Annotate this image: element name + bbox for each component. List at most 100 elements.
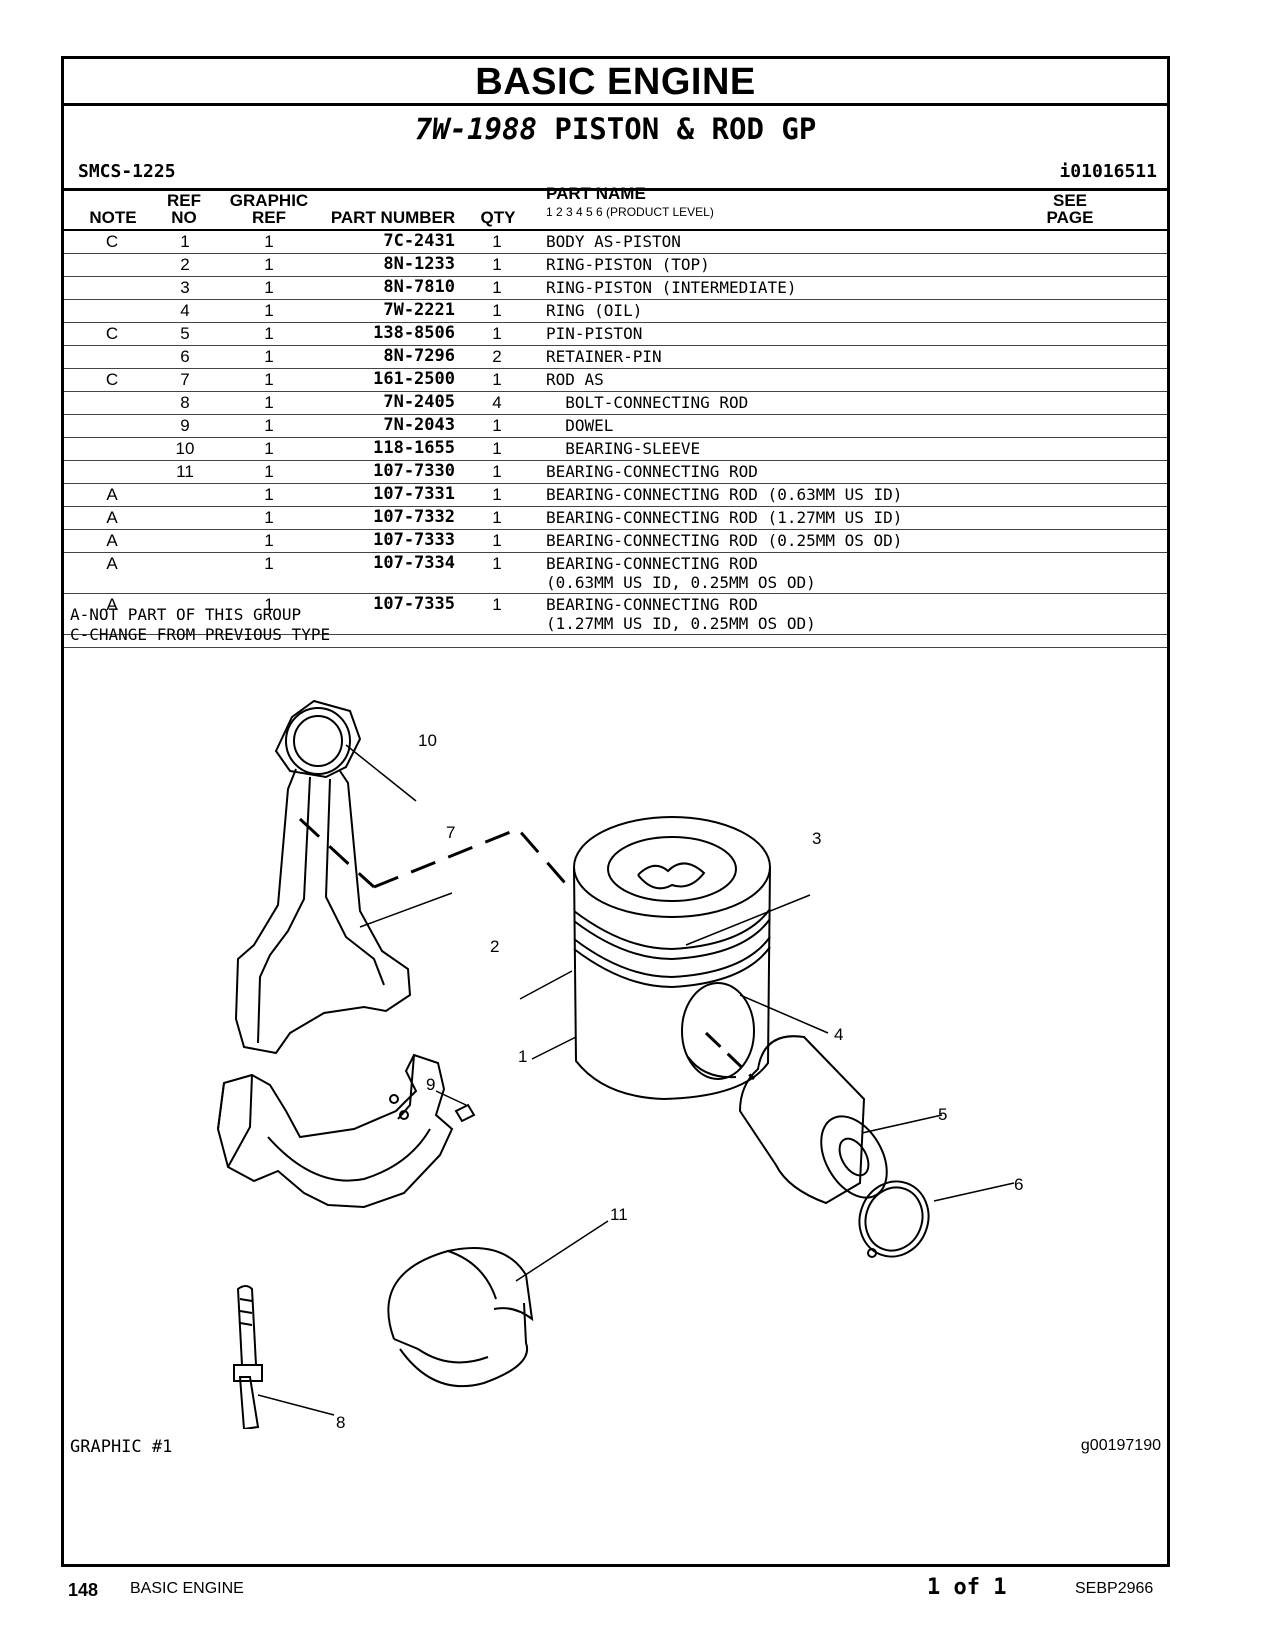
row-ref-no: 6 <box>180 347 190 366</box>
dowel-illustration <box>454 1103 476 1123</box>
row-ref-no: 11 <box>176 462 194 481</box>
row-part-name: BOLT-CONNECTING ROD <box>546 393 749 412</box>
callout-5: 5 <box>938 1105 948 1124</box>
callout-2: 2 <box>490 937 500 956</box>
row-part-name: BODY AS-PISTON <box>546 232 681 251</box>
row-graphic-ref: 1 <box>264 439 274 458</box>
row-ref-no: 9 <box>180 416 190 435</box>
page-of: 1 of 1 <box>927 1575 1007 1600</box>
header-see-bottom: PAGE <box>1046 208 1094 227</box>
info-id: i01016511 <box>1059 161 1157 182</box>
group-number: 7W-1988 <box>414 112 537 146</box>
callout-3: 3 <box>812 829 822 848</box>
row-qty: 4 <box>492 393 502 412</box>
row-ref-no: 2 <box>180 255 190 274</box>
piston-illustration <box>573 816 771 1101</box>
callout-4: 4 <box>834 1025 844 1044</box>
notes-rule <box>64 647 1167 648</box>
page-number: 148 <box>68 1580 99 1600</box>
header-ref-bottom: NO <box>171 208 197 227</box>
row-part-number: 7N-2043 <box>383 415 455 435</box>
group-title: 7W-1988 PISTON & ROD GP <box>64 112 1167 146</box>
row-graphic-ref: 1 <box>264 595 274 614</box>
alignment-lines <box>298 817 756 1081</box>
row-graphic-ref: 1 <box>264 485 274 504</box>
row-graphic-ref: 1 <box>264 301 274 320</box>
smcs-code: SMCS-1225 <box>78 161 176 182</box>
code-row: SMCS-1225 i01016511 <box>78 160 1157 184</box>
leader-lines <box>257 744 1015 1416</box>
group-name: PISTON & ROD GP <box>554 112 817 146</box>
header-graphic-ref: GRAPHIC REF <box>228 192 310 226</box>
row-graphic-ref: 1 <box>264 416 274 435</box>
row-part-name: RETAINER-PIN <box>546 347 662 366</box>
callout-9: 9 <box>426 1075 436 1094</box>
note-c: C-CHANGE FROM PREVIOUS TYPE <box>70 625 331 644</box>
row-note: A <box>106 531 118 550</box>
section-title: BASIC ENGINE <box>64 59 1167 106</box>
row-qty: 2 <box>492 347 502 366</box>
row-qty: 1 <box>492 278 502 297</box>
row-ref-no: 1 <box>180 232 190 251</box>
piston-pin-illustration <box>738 1035 888 1205</box>
header-product-level: 1 2 3 4 5 6 (PRODUCT LEVEL) <box>546 205 714 219</box>
callout-6: 6 <box>1014 1175 1024 1194</box>
row-note: A <box>106 485 118 504</box>
row-note: C <box>105 324 119 343</box>
row-graphic-ref: 1 <box>264 370 274 389</box>
row-part-number: 8N-1233 <box>383 254 455 274</box>
callout-8: 8 <box>336 1413 346 1432</box>
table-notes: A-NOT PART OF THIS GROUP C-CHANGE FROM P… <box>70 605 330 645</box>
row-qty: 1 <box>492 531 502 550</box>
row-part-name: ROD AS <box>546 370 604 389</box>
row-graphic-ref: 1 <box>264 255 274 274</box>
row-ref-no: 5 <box>180 324 190 343</box>
row-graphic-ref: 1 <box>264 347 274 366</box>
row-qty: 1 <box>492 232 502 251</box>
row-qty: 1 <box>492 370 502 389</box>
bolt-illustration <box>233 1285 263 1429</box>
row-part-number: 138-8506 <box>373 323 455 343</box>
row-part-number: 8N-7810 <box>383 277 455 297</box>
document-id: SEBP2966 <box>1075 1580 1154 1597</box>
row-part-number: 7C-2431 <box>383 231 455 251</box>
footer-section: BASIC ENGINE <box>130 1580 244 1597</box>
row-part-name: BEARING-CONNECTING ROD (0.63MM US ID, 0.… <box>546 554 816 592</box>
header-see-top: SEE <box>1052 191 1088 210</box>
parts-page-frame: BASIC ENGINE 7W-1988 PISTON & ROD GP SMC… <box>61 56 1170 1567</box>
row-qty: 1 <box>492 416 502 435</box>
row-part-name: BEARING-CONNECTING ROD <box>546 462 758 481</box>
row-qty: 1 <box>492 301 502 320</box>
row-graphic-ref: 1 <box>264 531 274 550</box>
header-ref-no: REF NO <box>158 192 210 226</box>
row-graphic-ref: 1 <box>264 462 274 481</box>
row-qty: 1 <box>492 508 502 527</box>
row-note: A <box>106 508 118 527</box>
retainer-illustration <box>858 1180 930 1258</box>
header-graphic-bottom: REF <box>252 208 286 227</box>
header-ref-top: REF <box>167 191 201 210</box>
header-see-page: SEE PAGE <box>1040 192 1100 226</box>
row-graphic-ref: 1 <box>264 508 274 527</box>
row-part-name: BEARING-CONNECTING ROD (1.27MM US ID, 0.… <box>546 595 816 633</box>
header-part-name: PART NAME 1 2 3 4 5 6 (PRODUCT LEVEL) <box>546 185 946 221</box>
row-part-number: 107-7331 <box>373 484 455 504</box>
row-note: A <box>106 595 118 614</box>
row-part-number: 118-1655 <box>373 438 455 458</box>
row-part-number: 107-7334 <box>373 553 455 573</box>
header-part-name-label: PART NAME <box>546 184 646 203</box>
graphic-label: GRAPHIC #1 <box>70 1437 173 1457</box>
callout-10: 10 <box>418 731 437 750</box>
row-note: C <box>105 232 119 251</box>
